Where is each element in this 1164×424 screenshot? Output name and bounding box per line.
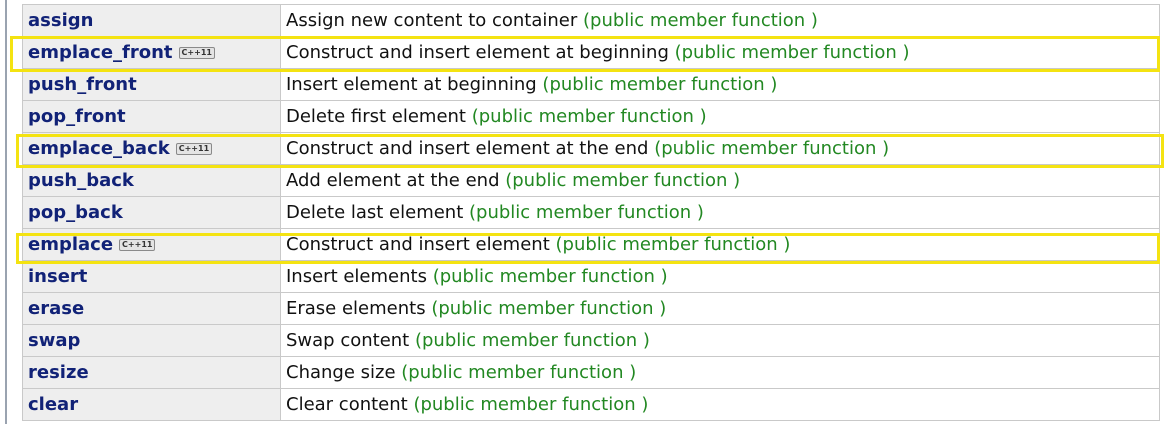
member-kind-label: (public member function ) bbox=[432, 266, 668, 287]
member-name-link[interactable]: emplace_back bbox=[28, 138, 170, 159]
member-name-link[interactable]: erase bbox=[28, 298, 85, 319]
member-name-link[interactable]: clear bbox=[28, 394, 79, 415]
member-description: Add element at the end bbox=[286, 170, 500, 191]
member-description: Change size bbox=[286, 362, 396, 383]
member-description-cell: Assign new content to container (public … bbox=[280, 4, 1160, 37]
member-kind-label: (public member function ) bbox=[413, 394, 649, 415]
member-name-cell: clear bbox=[22, 388, 281, 421]
member-description-cell: Construct and insert element (public mem… bbox=[280, 228, 1160, 261]
member-description: Erase elements bbox=[286, 298, 426, 319]
member-name-link[interactable]: swap bbox=[28, 330, 81, 351]
member-row-clear: clear Clear content (public member functi… bbox=[22, 388, 1160, 421]
member-row-emplace-front: emplace_front C++11 Construct and insert e… bbox=[22, 36, 1160, 69]
member-row-resize: resize Change size (public member functio… bbox=[22, 356, 1160, 389]
member-description: Insert element at beginning bbox=[286, 74, 537, 95]
member-description: Delete first element bbox=[286, 106, 466, 127]
member-description-cell: Delete first element (public member func… bbox=[280, 100, 1160, 133]
member-description: Construct and insert element bbox=[286, 234, 550, 255]
member-description: Delete last element bbox=[286, 202, 464, 223]
member-description-cell: Erase elements (public member function ) bbox=[280, 292, 1160, 325]
member-name-link[interactable]: push_front bbox=[28, 74, 137, 95]
member-name-cell: erase bbox=[22, 292, 281, 325]
member-row-insert: insert Insert elements (public member fun… bbox=[22, 260, 1160, 293]
member-kind-label: (public member function ) bbox=[654, 138, 890, 159]
member-name-cell: insert bbox=[22, 260, 281, 293]
member-description-cell: Construct and insert element at beginnin… bbox=[280, 36, 1160, 69]
member-row-push-front: push_front Insert element at beginning (p… bbox=[22, 68, 1160, 101]
member-row-push-back: push_back Add element at the end (public … bbox=[22, 164, 1160, 197]
member-row-pop-front: pop_front Delete first element (public me… bbox=[22, 100, 1160, 133]
member-kind-label: (public member function ) bbox=[414, 330, 650, 351]
member-name-cell: pop_front bbox=[22, 100, 281, 133]
member-description-cell: Clear content (public member function ) bbox=[280, 388, 1160, 421]
member-description: Insert elements bbox=[286, 266, 427, 287]
member-function-table: assign Assign new content to container (p… bbox=[22, 4, 1160, 421]
member-description: Clear content bbox=[286, 394, 408, 415]
member-description-cell: Insert elements (public member function … bbox=[280, 260, 1160, 293]
cpp11-badge-icon: C++11 bbox=[175, 143, 213, 155]
member-row-assign: assign Assign new content to container (p… bbox=[22, 4, 1160, 37]
member-row-emplace: emplace C++11 Construct and insert element… bbox=[22, 228, 1160, 261]
member-name-cell: emplace_front C++11 bbox=[22, 36, 281, 69]
member-name-link[interactable]: resize bbox=[28, 362, 89, 383]
member-kind-label: (public member function ) bbox=[542, 74, 778, 95]
member-row-pop-back: pop_back Delete last element (public memb… bbox=[22, 196, 1160, 229]
member-description: Construct and insert element at beginnin… bbox=[286, 42, 669, 63]
member-name-link[interactable]: pop_front bbox=[28, 106, 126, 127]
member-kind-label: (public member function ) bbox=[674, 42, 910, 63]
member-description-cell: Swap content (public member function ) bbox=[280, 324, 1160, 357]
member-name-cell: swap bbox=[22, 324, 281, 357]
member-kind-label: (public member function ) bbox=[471, 106, 707, 127]
member-kind-label: (public member function ) bbox=[431, 298, 667, 319]
member-description-cell: Delete last element (public member funct… bbox=[280, 196, 1160, 229]
member-name-link[interactable]: emplace_front bbox=[28, 42, 173, 63]
member-description-cell: Construct and insert element at the end … bbox=[280, 132, 1160, 165]
member-function-rows: assign Assign new content to container (p… bbox=[22, 4, 1160, 421]
member-description-cell: Change size (public member function ) bbox=[280, 356, 1160, 389]
member-kind-label: (public member function ) bbox=[583, 10, 818, 31]
member-name-link[interactable]: emplace bbox=[28, 234, 114, 255]
member-kind-label: (public member function ) bbox=[555, 234, 791, 255]
member-name-cell: resize bbox=[22, 356, 281, 389]
member-name-cell: emplace C++11 bbox=[22, 228, 281, 261]
member-name-cell: emplace_back C++11 bbox=[22, 132, 281, 165]
member-description-cell: Add element at the end (public member fu… bbox=[280, 164, 1160, 197]
cpp11-badge-icon: C++11 bbox=[119, 239, 156, 251]
member-row-emplace-back: emplace_back C++11 Construct and insert el… bbox=[22, 132, 1160, 165]
member-description-cell: Insert element at beginning (public memb… bbox=[280, 68, 1160, 101]
cpp11-badge-icon: C++11 bbox=[178, 47, 215, 59]
member-name-link[interactable]: pop_back bbox=[28, 202, 123, 223]
member-kind-label: (public member function ) bbox=[505, 170, 741, 191]
member-name-link[interactable]: push_back bbox=[28, 170, 134, 191]
member-description: Construct and insert element at the end bbox=[286, 138, 649, 159]
member-row-swap: swap Swap content (public member function… bbox=[22, 324, 1160, 357]
member-name-cell: push_back bbox=[22, 164, 281, 197]
member-description: Assign new content to container bbox=[286, 10, 578, 31]
member-kind-label: (public member function ) bbox=[469, 202, 704, 223]
member-name-cell: assign bbox=[22, 4, 281, 37]
member-name-cell: push_front bbox=[22, 68, 281, 101]
member-description: Swap content bbox=[286, 330, 410, 351]
page-left-border bbox=[5, 0, 7, 424]
member-name-link[interactable]: assign bbox=[28, 10, 94, 31]
member-name-link[interactable]: insert bbox=[28, 266, 88, 287]
member-kind-label: (public member function ) bbox=[401, 362, 637, 383]
member-name-cell: pop_back bbox=[22, 196, 281, 229]
member-row-erase: erase Erase elements (public member funct… bbox=[22, 292, 1160, 325]
